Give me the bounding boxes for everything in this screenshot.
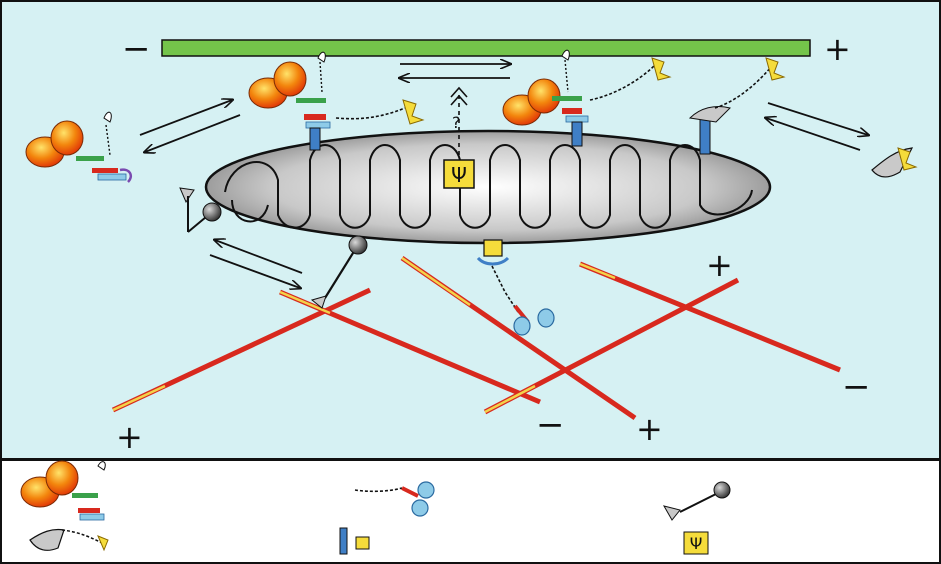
actin-filament xyxy=(161,39,811,57)
adaptor-chain-far-right xyxy=(714,65,773,109)
arrow-return-right xyxy=(766,118,861,151)
legend-linker-icon xyxy=(662,481,731,521)
microtubule-plus-label-bottom: + xyxy=(636,410,663,448)
linker-triangle-mt xyxy=(310,295,327,309)
motor-chain-left xyxy=(319,61,323,93)
adaptor-yellow-left xyxy=(402,99,425,125)
anchored-adaptor-right xyxy=(688,57,786,155)
actin-bound-motor-left xyxy=(248,51,425,151)
arrow-from-microtubule xyxy=(215,240,303,274)
linker-ball-mt xyxy=(348,235,368,255)
myosin-hook xyxy=(103,111,112,123)
myosin-adaptor xyxy=(119,168,132,183)
kinesin-head-2 xyxy=(537,308,555,328)
legend-anchor-icons xyxy=(339,527,370,555)
anchor-left xyxy=(309,127,321,151)
motor-chain-right xyxy=(564,59,569,93)
arrow-from-actin-left xyxy=(145,114,241,152)
motor-hook-right xyxy=(561,49,570,61)
legend-released-icon xyxy=(29,528,109,552)
kinesin-adaptor xyxy=(476,256,510,266)
linker-stick-mt xyxy=(324,244,359,299)
motor-neck-left xyxy=(296,98,326,103)
myosin-tail-blue xyxy=(97,173,127,181)
adaptor-chain-left xyxy=(335,107,406,120)
motor-neck-right xyxy=(552,96,582,101)
membrane-potential-symbol: Ψ xyxy=(451,163,467,187)
microtubule-center-tip xyxy=(401,256,471,307)
microtubule-minus-label-right: − xyxy=(842,367,871,407)
linker-ball-left xyxy=(202,202,222,222)
arrow-to-microtubule xyxy=(209,254,300,288)
microtubule-right xyxy=(579,261,841,373)
mitochondrion: Ψ xyxy=(204,129,772,245)
motor-tail-blue-right xyxy=(565,115,589,123)
kinesin-yellow-anchor xyxy=(483,239,503,257)
microtubule-plus-label-left: + xyxy=(116,418,143,456)
legend-kinesin-icon xyxy=(354,481,435,517)
actin-plus-label: + xyxy=(824,30,851,68)
actin-minus-label: − xyxy=(122,29,151,69)
myosin-neck xyxy=(76,156,104,161)
motor-tail-blue-left xyxy=(305,121,331,129)
mitochondrion-cristae xyxy=(224,144,753,229)
anchor-blue-right xyxy=(699,117,711,155)
linker-triangle-left xyxy=(179,187,195,204)
signal-double-arrowhead xyxy=(450,86,468,106)
adaptor-grey-right xyxy=(688,105,731,123)
linker-left-attached xyxy=(179,187,222,233)
released-yellow xyxy=(897,147,918,171)
microtubule-bottom-tip xyxy=(484,384,536,414)
arrow-release-right xyxy=(767,102,868,135)
motor-tail-red-right xyxy=(562,108,582,114)
microtubule-crossing-tip xyxy=(279,290,331,315)
released-complex xyxy=(871,147,918,178)
anchor-right xyxy=(571,121,583,147)
myosin-tail-red xyxy=(92,168,118,173)
microtubule-left-tip xyxy=(112,384,166,412)
free-myosin-motor xyxy=(25,111,132,183)
microtubule-minus-label-bottom: − xyxy=(536,405,565,445)
motor-hook-left xyxy=(317,51,326,63)
legend-psi-icon: Ψ xyxy=(683,531,709,555)
kinesin-head-1 xyxy=(513,316,531,336)
kinesin-motor xyxy=(476,239,555,336)
actin-bound-motor-right xyxy=(502,49,672,147)
microtubule-plus-label-right: + xyxy=(706,246,733,284)
microtubule-right-tip xyxy=(579,262,616,280)
legend-panel xyxy=(0,459,941,564)
myosin-chain xyxy=(105,124,111,156)
adaptor-chain-right xyxy=(589,64,656,101)
mitochondrion-inner-membrane-left xyxy=(231,199,269,223)
microtubules xyxy=(111,255,841,421)
equilibrium-arrows xyxy=(139,64,868,288)
legend-myosin-icon xyxy=(20,460,106,521)
arrow-to-actin-left xyxy=(139,100,232,136)
linker-on-microtubule xyxy=(310,235,368,309)
membrane-potential-box xyxy=(443,159,475,189)
question-mark: ? xyxy=(452,113,461,132)
legend-psi-symbol: Ψ xyxy=(690,534,703,553)
motor-tail-red-left xyxy=(304,114,326,120)
adaptor-yellow-far-right xyxy=(765,57,786,81)
adaptor-yellow-right xyxy=(651,57,672,81)
